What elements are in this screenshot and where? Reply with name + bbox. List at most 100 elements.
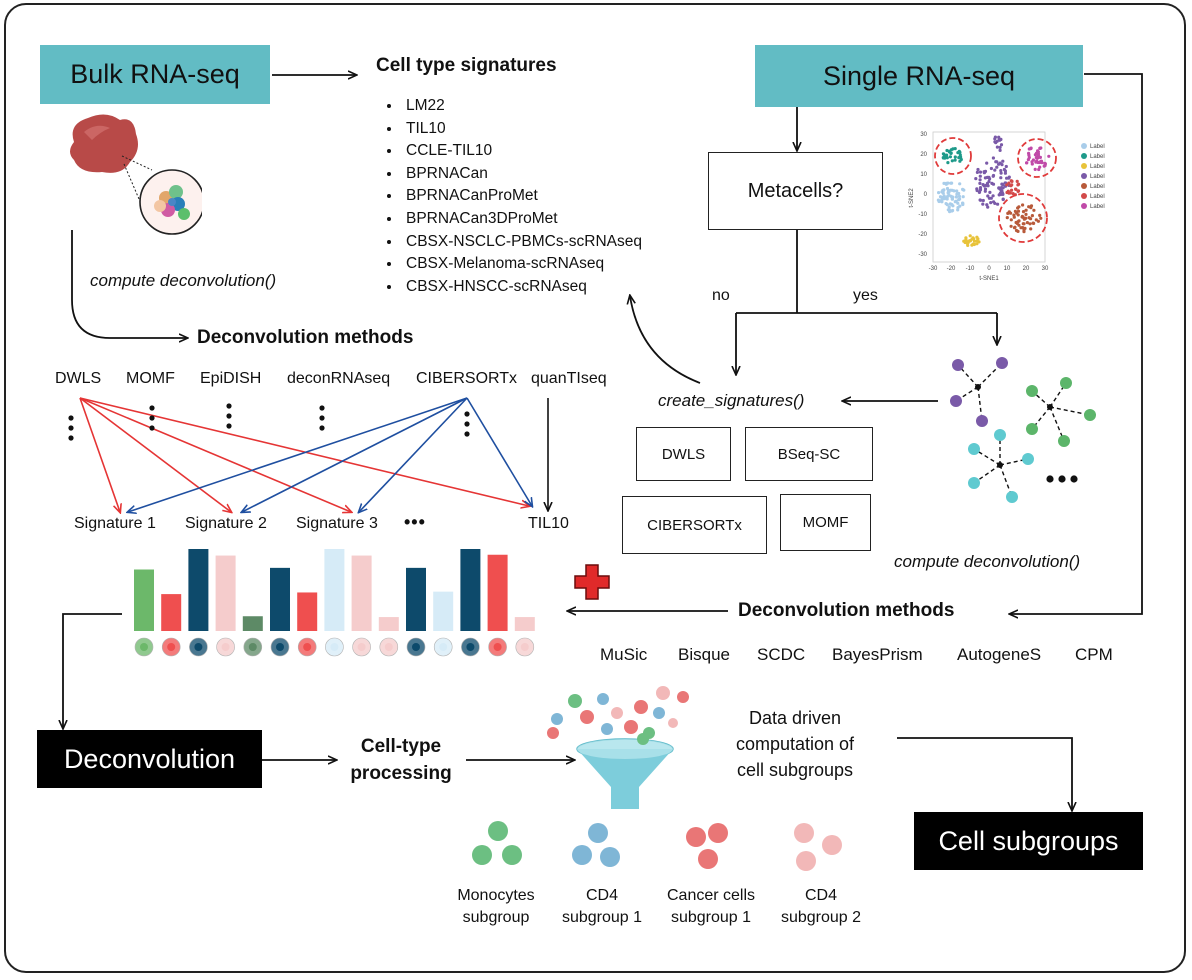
tsne-point xyxy=(1014,187,1018,191)
bar xyxy=(215,555,236,631)
tsne-point xyxy=(940,195,944,199)
tsne-point xyxy=(1037,167,1041,172)
tsne-point xyxy=(982,184,986,188)
tsne-point xyxy=(946,181,950,185)
tsne-point xyxy=(978,181,982,185)
bar xyxy=(324,549,345,631)
tsne-point xyxy=(957,149,961,153)
tsne-point xyxy=(997,186,1001,190)
diagram-frame xyxy=(4,3,1186,973)
tsne-point xyxy=(999,176,1003,180)
tsne-point xyxy=(1033,167,1037,171)
tsne-legend-swatch xyxy=(1081,203,1087,209)
tsne-point xyxy=(1029,206,1033,210)
method-quantiseq: quanTIseq xyxy=(531,370,607,387)
bar-cell-icons xyxy=(134,637,535,657)
tsne-point xyxy=(945,203,949,207)
tsne-point xyxy=(1003,169,1007,173)
tsne-point xyxy=(1047,154,1051,158)
cell-nucleus xyxy=(303,643,312,651)
tsne-point xyxy=(1027,216,1031,220)
tsne-ytick: -20 xyxy=(918,232,927,238)
tsne-point xyxy=(1038,160,1042,165)
signature-item: CBSX-Melanoma-scRNAseq xyxy=(402,253,642,276)
deconv-methods-bulk-title: Deconvolution methods xyxy=(197,327,414,348)
tsne-point xyxy=(999,143,1004,147)
tsne-xtick: -20 xyxy=(947,266,956,272)
tsne-point xyxy=(998,148,1002,152)
blue-links xyxy=(128,397,532,512)
tsne-point xyxy=(988,190,992,194)
tsne-point xyxy=(964,237,968,241)
tsne-point xyxy=(957,198,961,202)
cancer-cells-icon xyxy=(686,823,728,869)
tsne-point xyxy=(1005,190,1009,195)
arrow-single-to-sc-methods xyxy=(1010,73,1143,614)
deconvolution-box: Deconvolution xyxy=(37,730,262,788)
tsne-xtick: 20 xyxy=(1023,266,1030,272)
method-scdc: SCDC xyxy=(757,645,806,664)
tsne-point xyxy=(1012,213,1016,217)
tsne-point xyxy=(946,161,950,165)
tsne-point xyxy=(953,200,957,204)
cell-subgroups-box: Cell subgroups xyxy=(914,812,1143,870)
bar xyxy=(270,567,290,631)
tsne-point xyxy=(953,155,957,159)
bar xyxy=(406,567,426,631)
tsne-point xyxy=(955,189,959,193)
tsne-highlight-circle xyxy=(934,137,972,175)
tsne-point xyxy=(1021,222,1025,226)
tsne-ytick: -10 xyxy=(918,212,927,218)
tsne-point xyxy=(1019,226,1023,230)
tsne-legend-label: Label xyxy=(1090,174,1105,180)
subgroup-cell-icons xyxy=(472,821,842,871)
tsne-legend-label: Label xyxy=(1090,184,1105,190)
tsne-legend-swatch xyxy=(1081,163,1087,169)
method-ellipsis-dots xyxy=(68,403,470,441)
cell-nucleus xyxy=(140,643,148,651)
tsne-point xyxy=(1031,158,1035,162)
tsne-point xyxy=(950,203,954,207)
tsne-point xyxy=(1028,222,1032,226)
cell-nucleus xyxy=(221,643,230,651)
tsne-point xyxy=(1038,155,1042,159)
compute-deconvolution-right: compute deconvolution() xyxy=(894,552,1081,571)
arrow-bars-to-deconvolution xyxy=(63,613,122,728)
tsne-point xyxy=(991,156,995,160)
tsne-point xyxy=(970,237,974,241)
tsne-point xyxy=(941,152,945,156)
tsne-point xyxy=(970,243,974,247)
tsne-point xyxy=(997,193,1001,197)
tsne-legend-swatch xyxy=(1081,173,1087,179)
tsne-point xyxy=(1025,221,1029,225)
tsne-point xyxy=(998,145,1002,149)
tsne-point xyxy=(991,173,996,178)
subgroup-label-cd4-1: CD4 subgroup 1 xyxy=(561,887,643,926)
tsne-point xyxy=(1005,216,1009,220)
tsne-point xyxy=(978,170,983,174)
tsne-xlabel: t-SNE1 xyxy=(979,276,999,282)
tsne-point xyxy=(987,196,991,200)
tsne-xtick: -10 xyxy=(966,266,975,272)
signature-item: CBSX-HNSCC-scRNAseq xyxy=(402,276,642,299)
tsne-point xyxy=(1016,189,1021,193)
single-rnaseq-box: Single RNA-seq xyxy=(755,45,1083,107)
tsne-point xyxy=(941,188,945,192)
tsne-point xyxy=(1005,183,1009,187)
arrow-bulk-to-methods xyxy=(71,230,187,338)
tsne-point xyxy=(1016,213,1020,217)
cell-nucleus xyxy=(520,643,529,651)
tsne-point xyxy=(1022,216,1026,220)
tsne-point xyxy=(948,210,952,214)
metacell-graphs xyxy=(950,357,1096,503)
tsne-point xyxy=(948,155,952,159)
tsne-legend-swatch xyxy=(1081,193,1087,199)
bar xyxy=(161,594,182,631)
tsne-point xyxy=(958,159,962,163)
subgroup-label-cd4-2: CD4 subgroup 2 xyxy=(780,887,862,926)
tsne-point xyxy=(983,189,987,193)
method-bayesprism: BayesPrism xyxy=(832,645,923,664)
tsne-point xyxy=(995,145,999,149)
tsne-point xyxy=(1003,171,1007,175)
